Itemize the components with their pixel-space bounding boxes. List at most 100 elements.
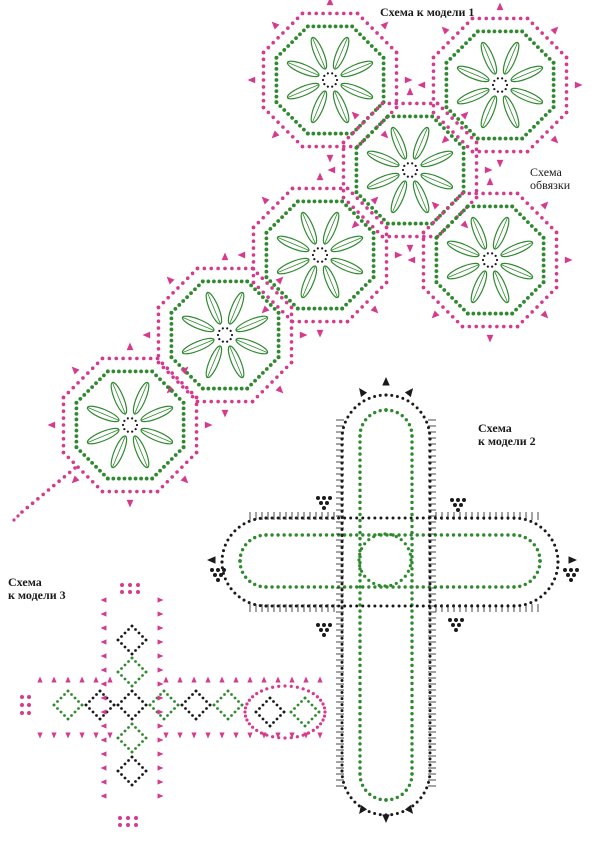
diamond-motif [116, 689, 148, 721]
stitch-dot [120, 700, 123, 703]
stitch-dot [409, 585, 413, 589]
stitch-dot [274, 61, 279, 66]
stitch-dot [201, 696, 205, 700]
stitch-dot [226, 717, 230, 721]
stitch-dot [421, 516, 425, 520]
stitch-dot [399, 538, 403, 542]
stitch-dot [361, 533, 365, 537]
stitch-dot [493, 311, 498, 316]
stitch-dot [156, 340, 161, 344]
stitch-dot [511, 149, 516, 154]
picot-triangle [157, 751, 164, 757]
stitch-dot [358, 446, 362, 450]
stitch-dot [340, 503, 344, 507]
stitch-dot [36, 497, 40, 501]
stitch-dot [268, 696, 272, 700]
stitch-dot [410, 567, 414, 571]
stitch-dot [428, 564, 432, 568]
stitch-dot [564, 55, 569, 60]
stitch-dot [391, 516, 395, 520]
stitch-dot [238, 565, 243, 569]
stitch-dot [415, 516, 419, 520]
stitch-stroke [302, 212, 316, 245]
stitch-dot [282, 108, 287, 112]
picot-triangle [65, 732, 71, 739]
stitch-dot [340, 479, 344, 483]
stitch-dot [141, 733, 144, 736]
stitch-dot [131, 430, 134, 433]
stitch-dot [220, 554, 224, 558]
stitch-dot [367, 396, 371, 400]
stitch-dot [481, 136, 486, 141]
stitch-dot [500, 585, 504, 589]
stitch-dot [270, 380, 274, 384]
stitch-dot [291, 302, 296, 307]
stitch-dot [355, 516, 359, 520]
stitch-dot [161, 365, 166, 370]
stitch-dot [547, 587, 551, 591]
stitch-dot [487, 136, 491, 141]
stitch-dot [476, 533, 480, 537]
stitch-dot [384, 40, 389, 45]
stitch-dot [196, 382, 201, 387]
stitch-dot [355, 585, 359, 589]
stitch-dot [88, 700, 91, 703]
stitch-dot [381, 67, 386, 71]
stitch-dot [264, 236, 269, 241]
picot-triangle [550, 26, 559, 35]
stitch-dot [198, 693, 201, 696]
stitch-dot [377, 51, 382, 56]
stitch-dot [181, 400, 186, 405]
stitch-dot [318, 319, 322, 324]
picot-triangle [126, 499, 134, 508]
stitch-dot [438, 231, 443, 236]
binding-label-line2: обвязки [530, 177, 571, 192]
stitch-dot [369, 44, 374, 48]
stitch-dot [307, 144, 312, 149]
stitch-dot [303, 724, 307, 728]
stitch-dot [61, 402, 66, 407]
stitch-dot [515, 191, 520, 196]
stitch-dot [307, 306, 311, 311]
stitch-stroke [367, 152, 400, 166]
stitch-dot [358, 603, 362, 607]
stitch-dot [298, 123, 302, 128]
stitch-dot [247, 698, 251, 702]
stitch-dot [169, 310, 174, 315]
stitch-dot [354, 162, 359, 167]
stitch-dot [294, 533, 298, 537]
stitch-dot [554, 285, 559, 290]
stitch-dot [551, 60, 556, 65]
stitch-dot [358, 687, 362, 692]
stitch-dot [415, 168, 419, 172]
stitch-dot [428, 739, 432, 743]
stitch-dot [258, 604, 262, 608]
stitch-dot [234, 279, 238, 284]
stitch-dot [264, 367, 269, 371]
stitch-dot [233, 710, 237, 714]
stitch-dot [156, 319, 161, 324]
picot-triangle [496, 2, 504, 11]
stitch-dot [428, 467, 432, 471]
stitch-dot [543, 529, 547, 533]
stitch-dot [258, 714, 261, 717]
stitch-dot [428, 684, 432, 688]
stitch-dot [378, 213, 382, 218]
stitch-dot [451, 585, 456, 589]
stitch-dot [261, 85, 266, 89]
stitch-dot [431, 96, 436, 101]
stitch-dot [316, 623, 320, 627]
stitch-dot [128, 489, 132, 494]
stitch-dot [457, 623, 461, 627]
stitch-dot [280, 309, 285, 314]
stitch-dot [340, 678, 344, 682]
stitch-dot [251, 225, 256, 230]
stitch-dot [264, 258, 269, 263]
stitch-dot [295, 199, 300, 204]
stitch-dot [482, 204, 487, 209]
stitch-dot [359, 547, 364, 551]
stitch-dot [358, 736, 362, 740]
stitch-dot [358, 657, 362, 662]
stitch-stroke [229, 345, 243, 378]
stitch-dot [340, 588, 344, 592]
